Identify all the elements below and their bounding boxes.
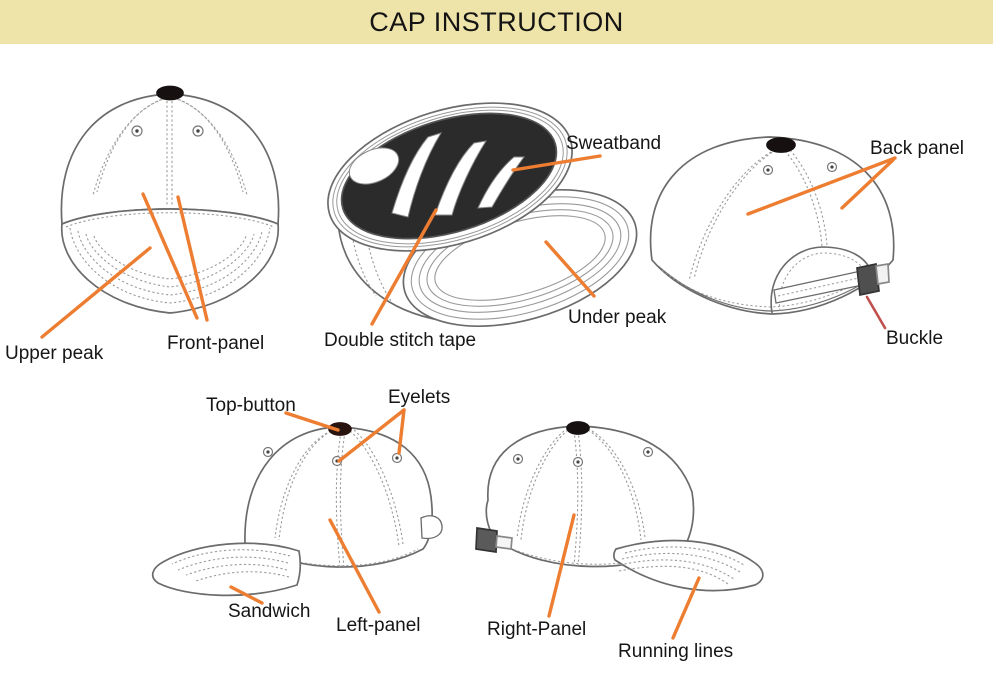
label-double-stitch-tape: Double stitch tape [324,330,477,351]
label-running-lines: Running lines [618,641,734,662]
label-sweatband: Sweatband [566,133,662,154]
leader-buckle [865,295,887,330]
leader-left-panel [328,518,381,614]
label-buckle: Buckle [886,328,944,349]
side-buckle [475,527,498,553]
label-upper-peak: Upper peak [5,343,104,364]
leader-lines [40,154,897,640]
leader-double-stitch-tape [370,208,438,326]
leader-front-panel-a [141,192,199,320]
back-buckle [856,262,880,297]
leader-front-panel-b [176,195,209,322]
right-top-button [566,421,590,435]
leader-eyelets-b [397,408,406,455]
leader-sweatband [511,154,602,172]
label-back-panel: Back panel [870,138,965,159]
label-top-button: Top-button [206,395,296,416]
title-bar: CAP INSTRUCTION [0,0,993,44]
leader-top-button [284,411,340,432]
page-title: CAP INSTRUCTION [369,6,624,37]
left-side-view-drawing [151,422,443,597]
leader-under-peak [544,240,596,298]
leader-right-panel [547,513,576,618]
leader-eyelets-a [337,408,406,463]
leader-upper-peak [40,246,152,339]
label-eyelets: Eyelets [388,387,451,408]
label-left-panel: Left-panel [336,615,421,636]
label-under-peak: Under peak [568,307,667,328]
label-sandwich: Sandwich [228,601,311,622]
left-top-button [328,422,352,436]
front-top-button [156,85,184,101]
leader-running-lines [671,576,701,640]
bottom-view-drawing [327,102,638,328]
right-side-view-drawing [475,421,764,592]
back-top-button [766,137,796,153]
back-view-drawing [649,136,895,315]
leader-sandwich [229,585,264,605]
label-front-panel: Front-panel [167,333,265,354]
label-right-panel: Right-Panel [487,619,587,640]
front-view-drawing [60,85,280,314]
leader-back-panel-a [746,156,897,216]
leader-back-panel-b [840,158,895,210]
